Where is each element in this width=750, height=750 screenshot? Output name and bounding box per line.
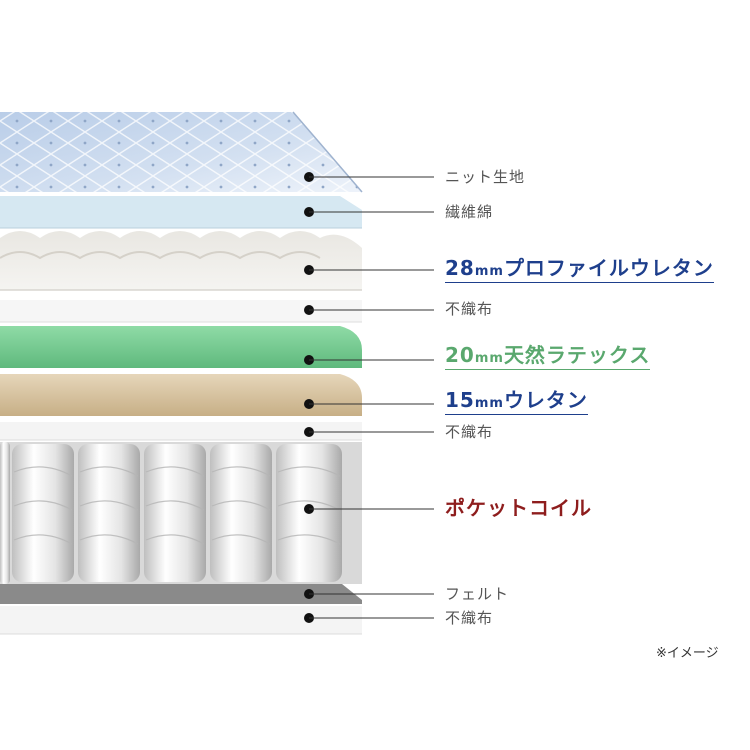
profile-unit: mm	[474, 264, 504, 279]
urethane-layer	[0, 374, 362, 416]
latex-name: 天然ラテックス	[503, 343, 651, 367]
fiber-cotton-layer	[0, 196, 362, 229]
label-knit-fabric: ニット生地	[445, 168, 526, 186]
label-fiber-cotton: 繊維綿	[445, 203, 494, 221]
label-nonwoven-3: 不織布	[445, 609, 494, 627]
label-nonwoven-1: 不織布	[445, 300, 494, 318]
label-profile-urethane: 28mmプロファイルウレタン	[445, 258, 714, 283]
profile-name: プロファイルウレタン	[503, 256, 714, 280]
felt-layer	[0, 584, 362, 604]
latex-unit: mm	[474, 351, 504, 366]
label-latex: 20mm天然ラテックス	[445, 343, 651, 370]
pocket-coil-layer	[0, 442, 362, 584]
profile-urethane-layer	[0, 231, 362, 291]
knit-fabric-layer	[0, 111, 363, 193]
latex-layer	[0, 326, 362, 368]
callout-lines	[309, 176, 434, 619]
urethane-name: ウレタン	[503, 388, 588, 412]
nonwoven-layer-1	[0, 300, 362, 323]
nonwoven-layer-3	[0, 606, 362, 635]
urethane-thickness: 15	[445, 388, 475, 412]
image-note: ※イメージ	[656, 646, 719, 661]
label-urethane: 15mmウレタン	[445, 390, 588, 415]
label-nonwoven-2: 不織布	[445, 423, 494, 441]
label-felt: フェルト	[445, 585, 510, 603]
latex-thickness: 20	[445, 343, 475, 367]
profile-thickness: 28	[445, 256, 475, 280]
label-pocket-coil: ポケットコイル	[445, 496, 592, 520]
nonwoven-layer-2	[0, 422, 362, 441]
urethane-unit: mm	[474, 396, 504, 411]
